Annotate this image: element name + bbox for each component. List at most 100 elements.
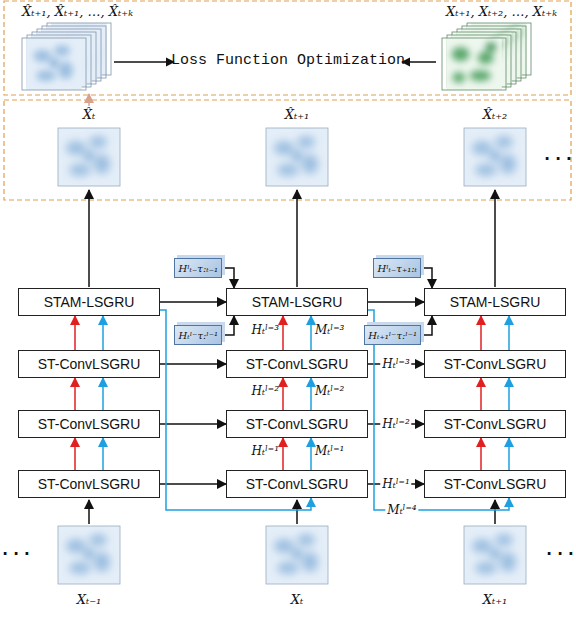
illustration-part: [58, 128, 120, 186]
math-label: Xₜ: [291, 592, 303, 608]
illustration-part: [4, 100, 571, 200]
illustration-part: [494, 500, 496, 524]
ellipsis-mark: · · ·: [546, 545, 574, 563]
illustration-part: [402, 61, 436, 62]
node-label: ST-ConvLSGRU: [38, 476, 141, 492]
illustration-part: [464, 526, 526, 584]
flow-arrow: [508, 316, 510, 350]
illustration-part: [266, 128, 328, 186]
flow-arrow: [421, 316, 432, 335]
cell-box: ST-ConvLSGRU: [226, 410, 368, 438]
flow-arrow: [160, 423, 226, 425]
hidden-state-cube: Hˡₜ₋τ:ₜ₋₁: [174, 258, 222, 278]
node-label: STAM-LSGRU: [252, 294, 343, 310]
flow-arrow: [74, 378, 76, 410]
illustration-part: [58, 526, 120, 584]
flow-arrow: [282, 316, 284, 350]
edge-label: Mₜˡ⁼⁴: [385, 503, 418, 517]
flow-arrow: [310, 378, 312, 410]
flow-arrow: [310, 316, 312, 350]
edge-label: Hₜˡ⁼³: [380, 357, 411, 371]
node-label: ST-ConvLSGRU: [246, 476, 349, 492]
illustration-part: [26, 38, 82, 90]
illustration-part: [464, 128, 526, 186]
math-label: Mₜˡ⁼³: [315, 323, 344, 337]
illustration-part: [464, 526, 526, 584]
math-label: Hₜˡ⁼³: [252, 323, 279, 337]
math-label: Xₜ₊₁: [483, 592, 508, 608]
cell-box: STAM-LSGRU: [424, 288, 566, 316]
illustration-part: [266, 526, 328, 584]
node-label: Hˡₜ₋τ:ₜ₋₁: [178, 263, 218, 274]
illustration-part: [58, 128, 120, 186]
node-label: Hˡₜ₋τ₊₁:ₜ: [377, 263, 417, 274]
cell-box: ST-ConvLSGRU: [18, 350, 160, 378]
node-label: Hₜ₊₁ˡ⁻τ:ˡ⁻¹: [368, 330, 417, 341]
cell-box: ST-ConvLSGRU: [424, 470, 566, 498]
flow-arrow: [222, 268, 234, 288]
cell-box: ST-ConvLSGRU: [424, 350, 566, 378]
node-label: STAM-LSGRU: [44, 294, 135, 310]
flow-arrow: [282, 378, 284, 410]
cell-box: ST-ConvLSGRU: [226, 470, 368, 498]
edge-label: Hₜˡ⁼¹: [380, 477, 411, 491]
node-label: ST-ConvLSGRU: [444, 416, 547, 432]
hidden-state-cube: Hₜˡ⁻τ:ˡ⁻¹: [174, 325, 222, 345]
math-label: X̂ₜ₊₁, X̂ₜ₊₁, …, X̂ₜ₊ₖ: [22, 4, 133, 20]
node-label: ST-ConvLSGRU: [38, 416, 141, 432]
hidden-state-cube: Hₜ₊₁ˡ⁻τ:ˡ⁻¹: [364, 325, 421, 345]
loss-text: Loss Function Optimization: [171, 52, 405, 70]
flow-arrow: [480, 378, 482, 410]
flow-arrow: [74, 438, 76, 470]
math-label: Mₜˡ⁼¹: [315, 444, 344, 458]
illustration-part: [88, 190, 90, 287]
math-label: X̂ₜ: [83, 107, 95, 123]
cell-box: ST-ConvLSGRU: [18, 410, 160, 438]
node-label: ST-ConvLSGRU: [246, 356, 349, 372]
math-label: Hₜˡ⁼²: [252, 384, 279, 398]
illustration-part: [266, 526, 328, 584]
flow-arrow: [160, 301, 226, 303]
illustration-part: [4, 1, 571, 95]
cell-box: STAM-LSGRU: [18, 288, 160, 316]
node-label: ST-ConvLSGRU: [444, 476, 547, 492]
node-label: STAM-LSGRU: [450, 294, 541, 310]
edge-label: Hₜˡ⁼²: [380, 417, 411, 431]
node-label: ST-ConvLSGRU: [38, 356, 141, 372]
flow-arrow: [74, 316, 76, 350]
flow-arrow: [102, 316, 104, 350]
flow-arrow: [160, 363, 226, 365]
illustration-part: [464, 128, 526, 186]
illustration-part: [114, 61, 174, 62]
illustration-part: [88, 500, 90, 524]
node-label: ST-ConvLSGRU: [444, 356, 547, 372]
illustration-part: [22, 23, 531, 90]
cell-box: STAM-LSGRU: [226, 288, 368, 316]
illustration-part: [296, 500, 298, 524]
flow-arrow: [282, 438, 284, 470]
math-label: X̂ₜ₊₁: [285, 107, 310, 123]
illustration-part: [442, 38, 506, 90]
flow-arrow: [508, 378, 510, 410]
flow-arrow: [480, 438, 482, 470]
illustration-part: [494, 190, 496, 287]
flow-arrow: [310, 438, 312, 470]
flow-arrow: [222, 316, 234, 335]
math-label: Xₜ₋₁: [77, 592, 102, 608]
math-label: Mₜˡ⁼²: [315, 384, 344, 398]
flow-arrow: [480, 316, 482, 350]
illustration-part: [296, 190, 298, 287]
cell-box: ST-ConvLSGRU: [18, 470, 160, 498]
node-label: ST-ConvLSGRU: [246, 416, 349, 432]
ellipsis-mark: · · ·: [544, 150, 572, 168]
ellipsis-mark: · · ·: [2, 545, 30, 563]
illustration-part: [88, 94, 90, 106]
math-label: Xₜ₊₁, Xₜ₊₂, …, Xₜ₊ₖ: [446, 4, 557, 20]
cell-box: ST-ConvLSGRU: [226, 350, 368, 378]
flow-arrow: [102, 378, 104, 410]
hidden-state-cube: Hˡₜ₋τ₊₁:ₜ: [373, 258, 421, 278]
flow-arrow: [508, 438, 510, 470]
